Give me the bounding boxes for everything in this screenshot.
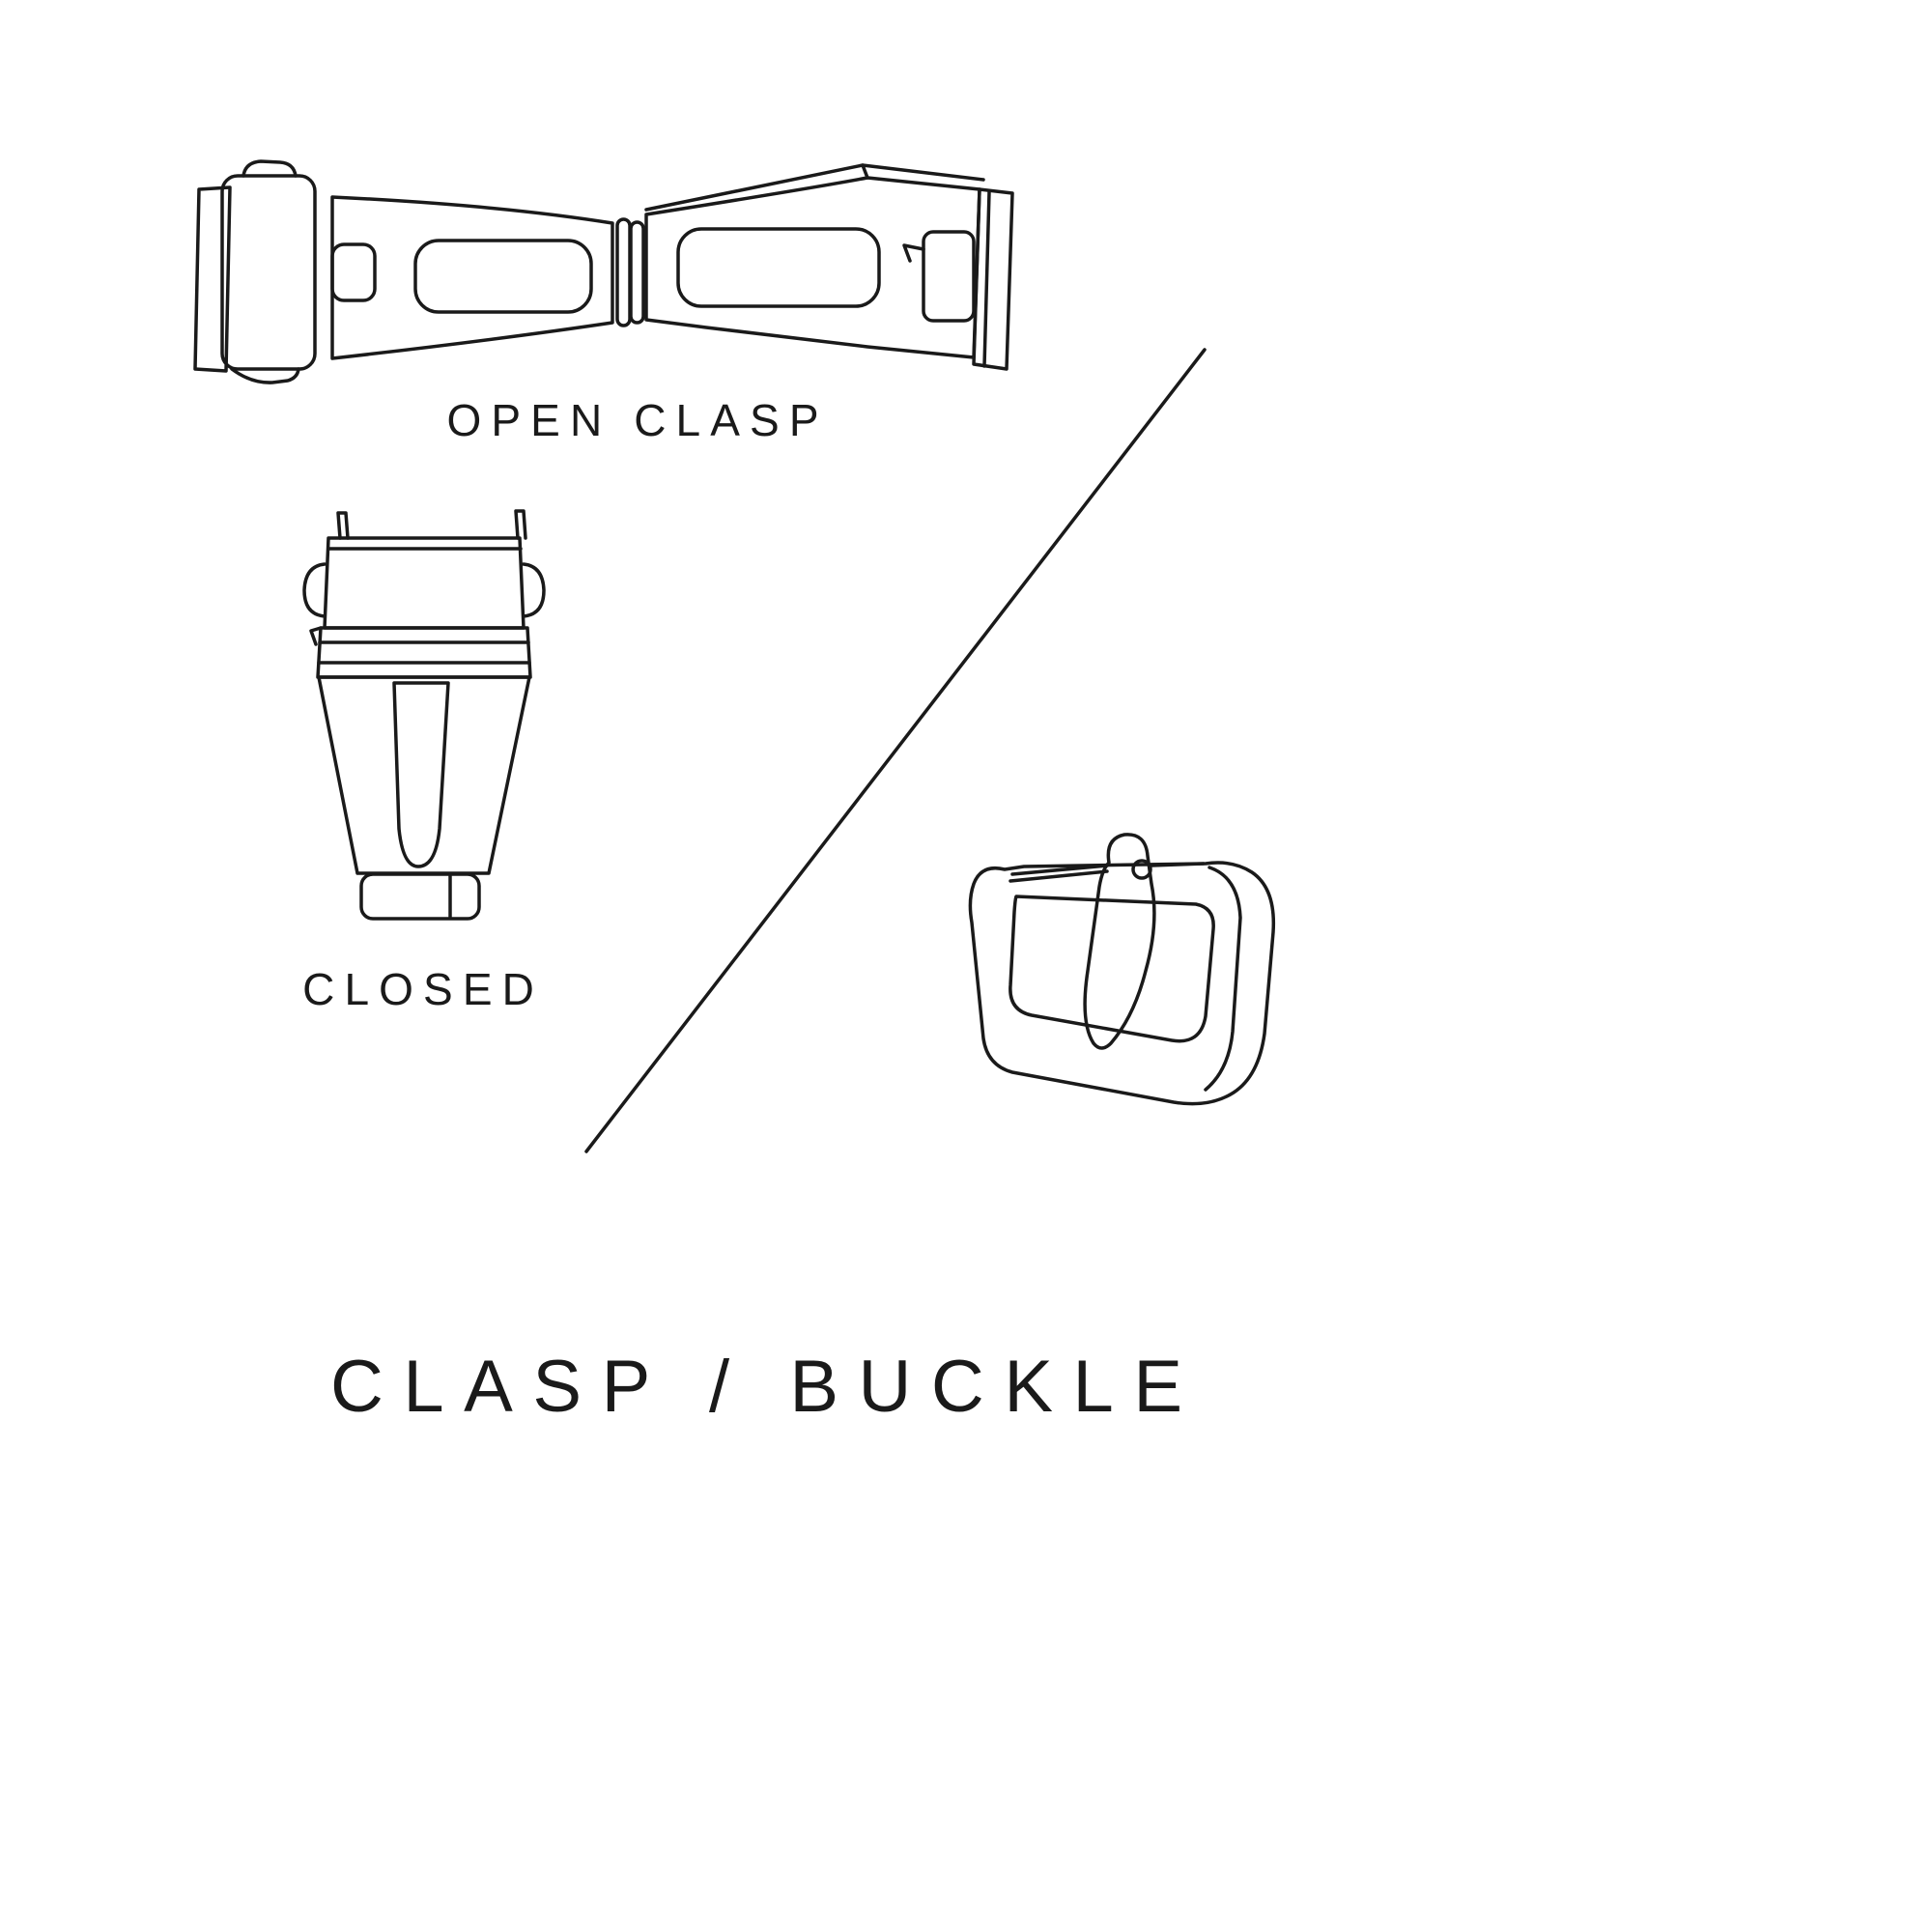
open-clasp-label: OPEN CLASP [446, 395, 829, 445]
open-clasp-illustration [193, 159, 1014, 384]
divider-line [584, 348, 1207, 1153]
buckle-illustration [968, 833, 1276, 1106]
closed-clasp-illustration [302, 509, 546, 921]
closed-clasp-label: CLOSED [302, 964, 544, 1014]
page-title: CLASP / BUCKLE [329, 1346, 1203, 1428]
